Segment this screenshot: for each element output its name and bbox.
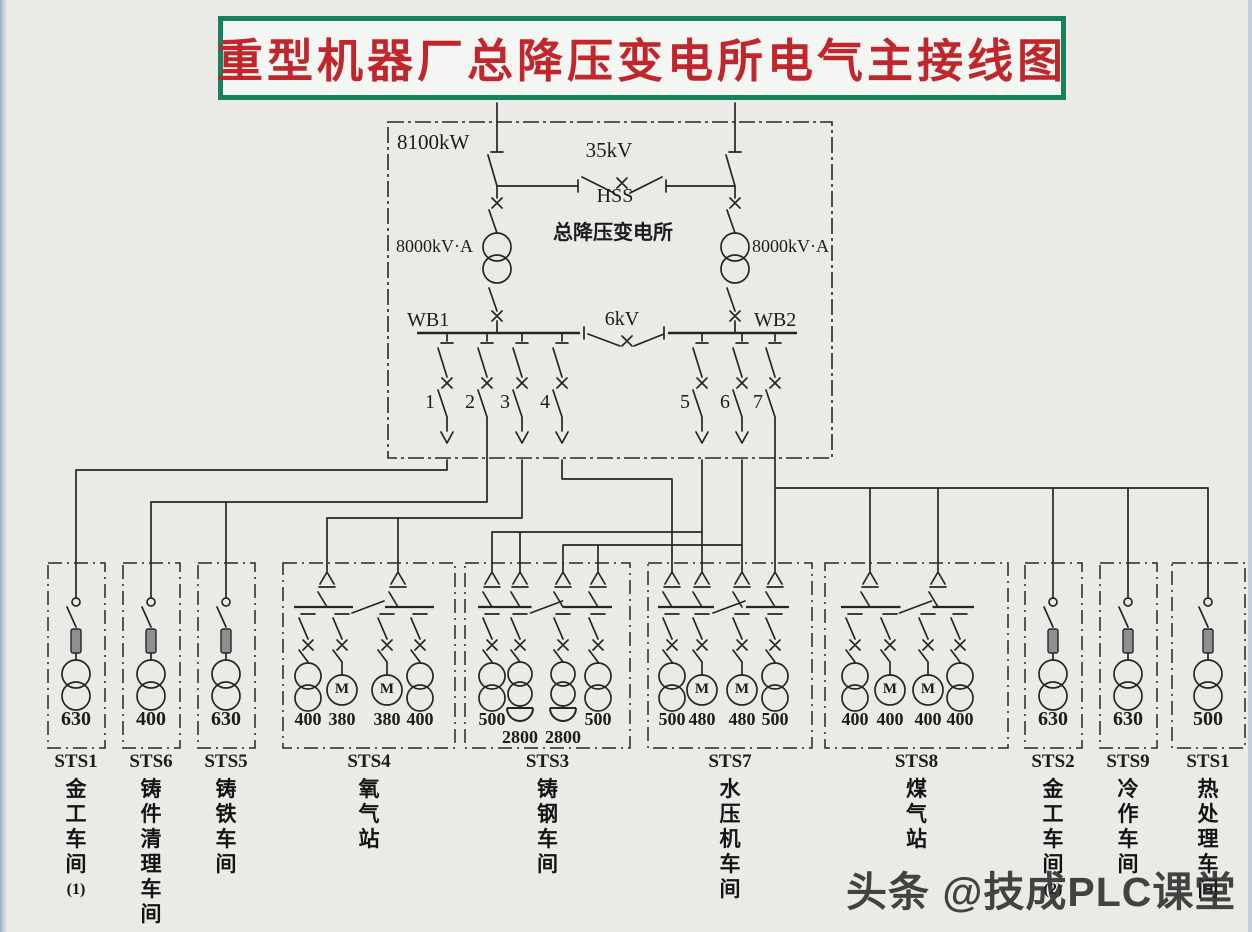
watermark: 头条 @技成PLC课堂 <box>846 869 1237 915</box>
window-edge-right <box>1248 0 1252 932</box>
diagram-title-box: 重型机器厂总降压变电所电气主接线图 <box>217 16 1067 100</box>
window-edge-left <box>0 0 7 932</box>
diagram-title: 重型机器厂总降压变电所电气主接线图 <box>217 36 1067 87</box>
